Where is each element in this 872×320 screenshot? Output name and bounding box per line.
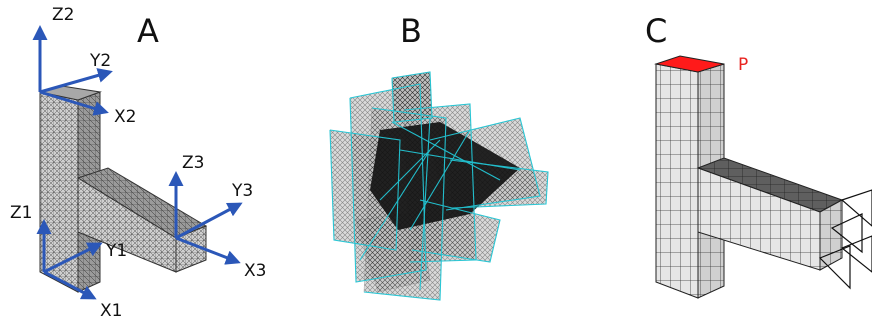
- panel-c-mesh: [654, 55, 844, 299]
- axis-y2: [39, 68, 113, 94]
- label-z2: Z2: [52, 5, 74, 25]
- support-triangle: [818, 245, 851, 290]
- panel-a: A Z2 Y2 X2 Z3 Y3: [10, 5, 266, 320]
- label-y3: Y3: [231, 181, 253, 201]
- label-x3: X3: [244, 261, 266, 281]
- panel-a-mesh: [39, 85, 208, 293]
- label-y2: Y2: [89, 51, 111, 71]
- support-symbols: [818, 189, 872, 290]
- axis-x3: [175, 236, 241, 265]
- load-label: P: [738, 55, 748, 75]
- support-triangle: [830, 213, 863, 254]
- axis-y3: [175, 202, 243, 240]
- label-x2: X2: [114, 107, 136, 127]
- panel-c-letter: C: [645, 12, 667, 50]
- panel-a-letter: A: [137, 12, 159, 50]
- axis-x1: [43, 270, 97, 300]
- panel-b-letter: B: [400, 12, 422, 50]
- support-triangle: [840, 235, 872, 273]
- panel-a-axes: [32, 25, 243, 300]
- panel-c: C P: [645, 12, 872, 299]
- panel-b: B: [329, 12, 549, 301]
- label-y1: Y1: [105, 241, 127, 261]
- label-z3: Z3: [182, 153, 204, 173]
- axis-x2: [39, 90, 109, 116]
- panel-a-axis-labels: Z2 Y2 X2 Z3 Y3 X3 Z1 Y1 X1: [10, 5, 266, 320]
- support-triangle: [840, 189, 872, 227]
- label-z1: Z1: [10, 203, 32, 223]
- panel-b-mode-shapes: [329, 71, 549, 301]
- label-x1: X1: [100, 301, 122, 320]
- axis-y1: [43, 242, 103, 274]
- load-face: [654, 55, 725, 73]
